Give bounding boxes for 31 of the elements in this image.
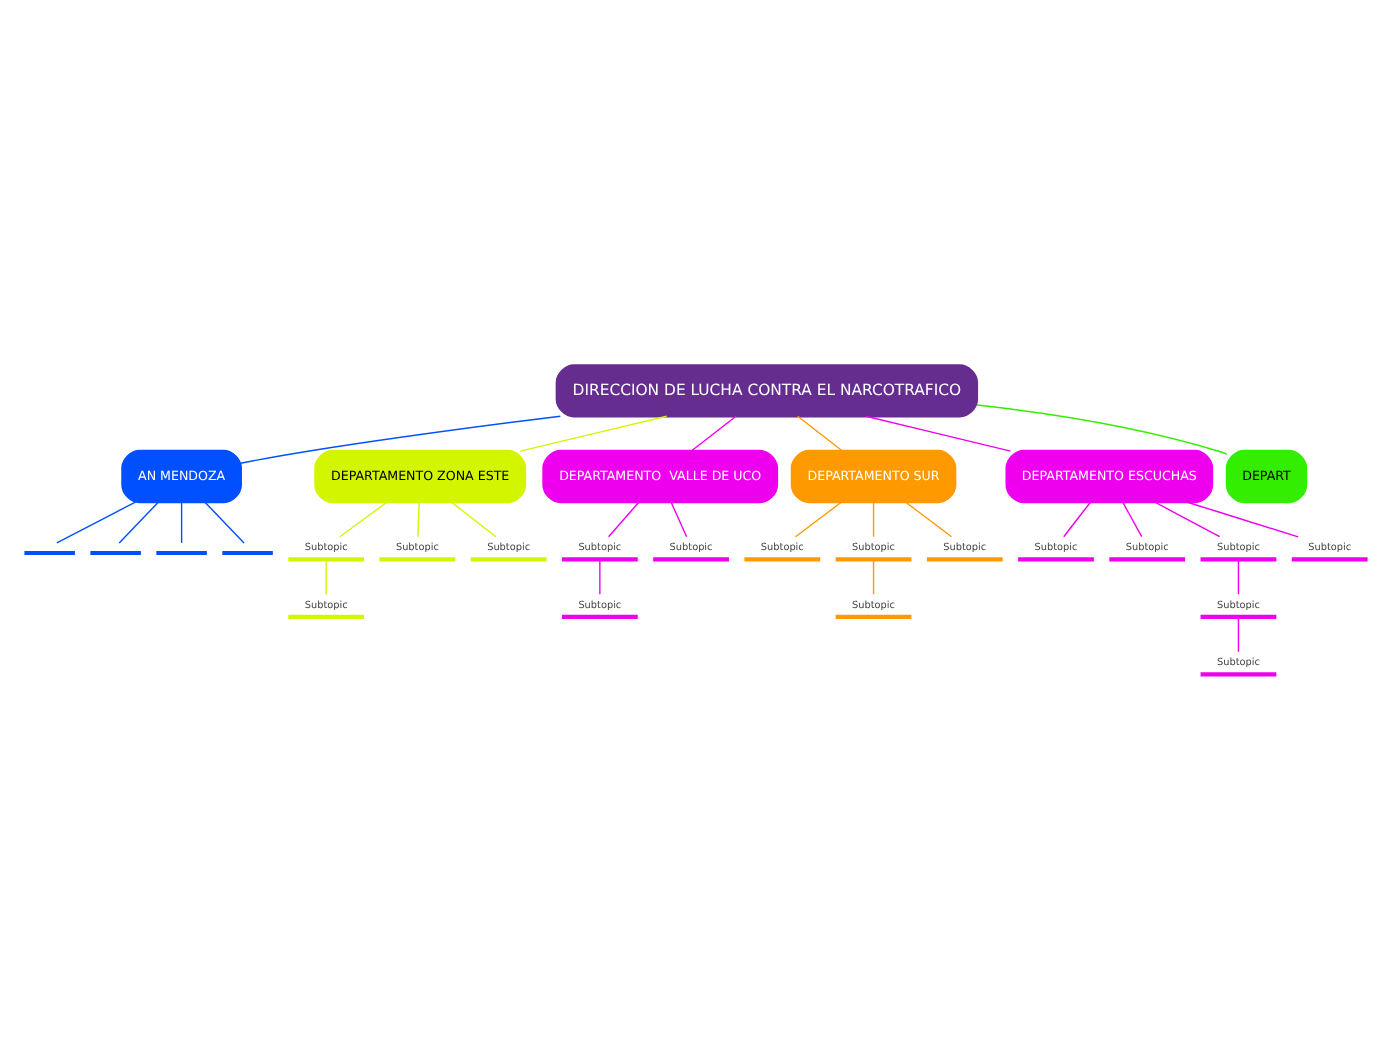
connector — [1121, 501, 1143, 538]
node-bar — [222, 550, 273, 556]
connector — [872, 558, 875, 595]
connector — [690, 415, 737, 452]
connector — [417, 501, 420, 538]
connector — [1237, 558, 1240, 595]
connector — [180, 501, 183, 544]
node-bar — [24, 550, 75, 556]
connector — [670, 501, 688, 538]
connector — [865, 415, 1012, 452]
connector — [607, 501, 640, 538]
connector — [1063, 501, 1092, 538]
node-bar — [90, 550, 141, 556]
connector — [794, 501, 843, 538]
connector — [325, 558, 327, 595]
connector — [1237, 616, 1240, 653]
connector — [204, 501, 245, 544]
node-bar — [156, 550, 207, 556]
connector — [519, 415, 668, 452]
connector — [239, 415, 562, 464]
connector — [872, 501, 875, 538]
connector — [118, 501, 160, 544]
connector — [1153, 501, 1221, 538]
connector — [339, 501, 389, 538]
connector — [1185, 501, 1299, 538]
connector — [599, 558, 601, 595]
connector — [904, 501, 953, 538]
connector — [56, 501, 137, 544]
connector — [450, 501, 497, 538]
connector — [976, 404, 1228, 455]
connector — [797, 415, 844, 452]
